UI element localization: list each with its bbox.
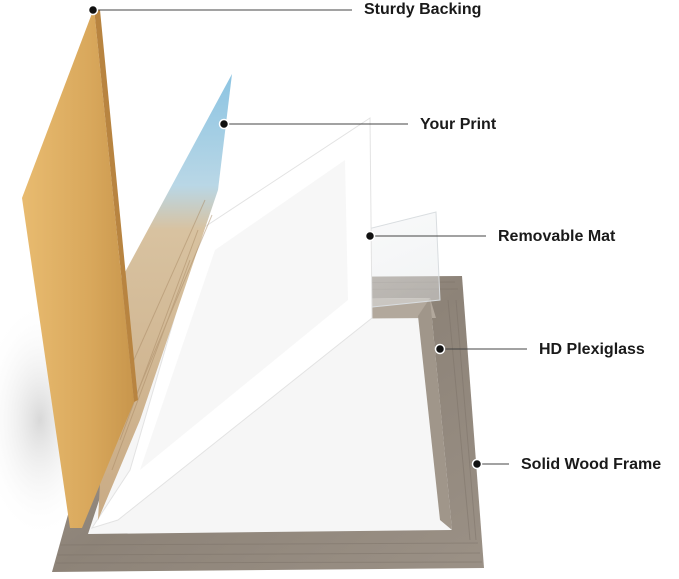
print-texture — [111, 199, 213, 471]
label-solid-wood-frame: Solid Wood Frame — [521, 456, 662, 473]
leader-lines — [93, 9, 527, 465]
label-hd-plexiglass: HD Plexiglass — [539, 341, 645, 358]
dot-print — [218, 118, 230, 130]
callout-dots — [87, 4, 483, 470]
sturdy-backing-board — [22, 8, 134, 528]
mat-window — [140, 160, 348, 470]
label-your-print: Your Print — [420, 116, 497, 133]
dot-mat — [364, 230, 376, 242]
dot-backing — [87, 4, 99, 16]
backing-edge — [94, 8, 138, 402]
dot-glass — [434, 343, 446, 355]
frame-inner-right-lip — [418, 298, 452, 530]
dot-frame — [471, 458, 483, 470]
label-sturdy-backing: Sturdy Backing — [364, 1, 482, 18]
label-removable-mat: Removable Mat — [498, 228, 616, 245]
